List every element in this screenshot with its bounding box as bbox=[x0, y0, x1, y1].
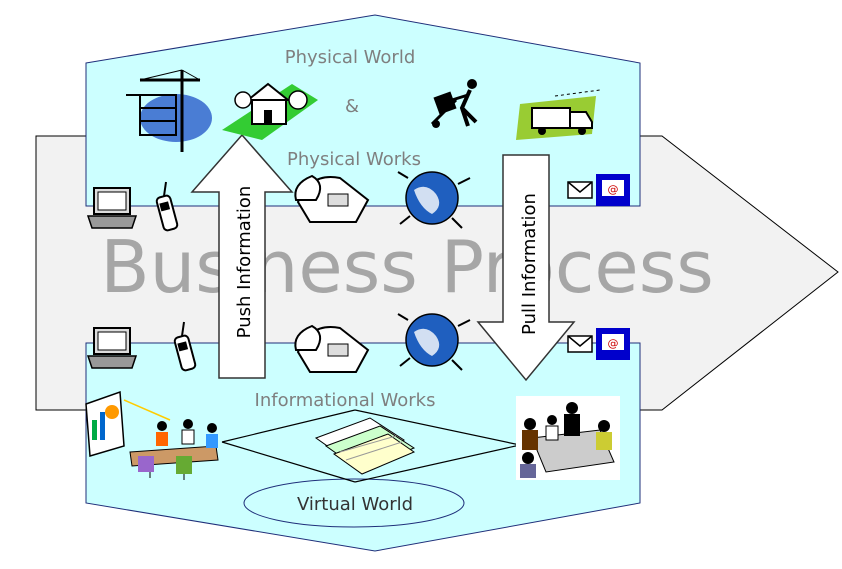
svg-text:@: @ bbox=[608, 337, 619, 350]
laptop-icon bbox=[86, 187, 138, 229]
ampersand-label: & bbox=[345, 96, 359, 117]
documents-icon bbox=[314, 417, 416, 475]
delivery-worker-icon bbox=[430, 79, 478, 128]
informational-works-label: Informational Works bbox=[255, 390, 436, 411]
email-computer-icon: @ bbox=[567, 328, 630, 360]
pull-information-label: Pull Information bbox=[519, 193, 540, 335]
svg-text:@: @ bbox=[608, 183, 619, 196]
network-lines bbox=[221, 409, 521, 483]
mobile-phone-icon bbox=[155, 181, 179, 232]
globe-network-icon bbox=[397, 171, 471, 229]
business-meeting-icon bbox=[516, 396, 620, 480]
physical-works-label: Physical Works bbox=[287, 149, 421, 170]
email-computer-icon: @ bbox=[567, 174, 630, 206]
pull-information-arrow bbox=[476, 154, 576, 382]
push-information-label: Push Information bbox=[234, 186, 255, 339]
globe-network-icon bbox=[397, 313, 471, 371]
delivery-truck-icon bbox=[516, 89, 601, 140]
laptop-icon bbox=[86, 327, 138, 369]
presentation-meeting-icon bbox=[85, 390, 219, 480]
virtual-world-label: Virtual World bbox=[297, 494, 413, 515]
house-icon bbox=[222, 82, 318, 140]
desk-phone-icon bbox=[294, 324, 370, 373]
construction-crane-icon bbox=[126, 69, 212, 152]
desk-phone-icon bbox=[294, 174, 370, 223]
business-process-label: Business Process bbox=[100, 225, 714, 309]
mobile-phone-icon bbox=[173, 321, 197, 372]
virtual-world-oval bbox=[243, 478, 465, 528]
physical-world-title: Physical World bbox=[285, 47, 416, 68]
push-information-arrow bbox=[190, 133, 294, 379]
